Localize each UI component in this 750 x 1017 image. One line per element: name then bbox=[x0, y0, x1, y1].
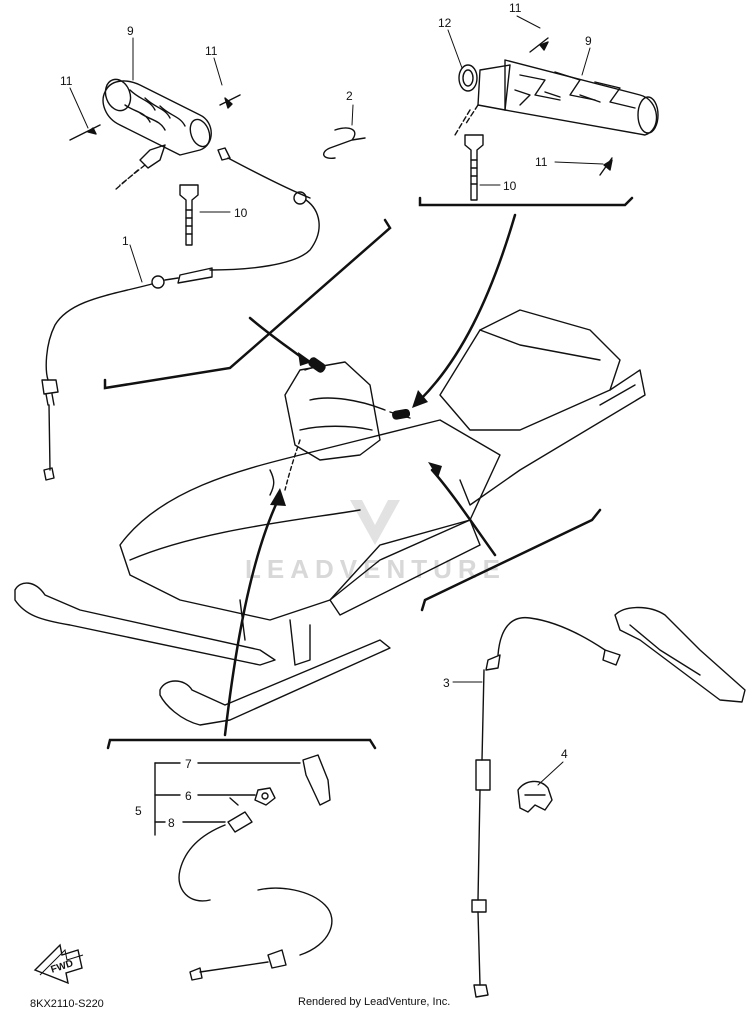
callout-10-right: 10 bbox=[503, 179, 517, 193]
fwd-arrow-icon: FWD bbox=[33, 943, 84, 985]
callout-5: 5 bbox=[135, 804, 142, 818]
callout-9-left: 9 bbox=[127, 24, 134, 38]
snowmobile-body bbox=[14, 309, 646, 726]
callout-12: 12 bbox=[438, 16, 452, 30]
callout-3: 3 bbox=[443, 676, 450, 690]
callout-9-right: 9 bbox=[585, 34, 592, 48]
part-code: 8KX2110-S220 bbox=[30, 998, 104, 1010]
bottom-left-arrow bbox=[223, 498, 280, 737]
callout-1: 1 bbox=[122, 234, 129, 248]
left-grip-bracket bbox=[103, 218, 392, 390]
callout-11-right-a: 11 bbox=[509, 1, 522, 15]
callout-4: 4 bbox=[561, 747, 568, 761]
left-grip-assembly bbox=[41, 78, 366, 481]
bottom-right-arrow bbox=[430, 468, 497, 557]
choke-cable-assembly bbox=[154, 754, 333, 981]
render-credit: Rendered by LeadVenture, Inc. bbox=[298, 996, 450, 1008]
handlebar-grips bbox=[308, 357, 411, 420]
callout-11-left-b: 11 bbox=[205, 44, 218, 58]
callout-6: 6 bbox=[185, 789, 192, 803]
bottom-left-bracket bbox=[106, 738, 377, 750]
callout-11-right-b: 11 bbox=[535, 155, 548, 169]
right-grip-bracket bbox=[418, 196, 634, 207]
callout-labels: 9 11 11 2 10 1 12 11 9 10 11 3 4 7 6 5 8 bbox=[60, 1, 592, 830]
brake-cable-assembly bbox=[471, 606, 746, 998]
watermark-text: LEADVENTURE bbox=[245, 554, 506, 584]
bottom-right-bracket bbox=[420, 508, 602, 612]
callout-10-left: 10 bbox=[234, 206, 248, 220]
callout-leaders bbox=[69, 15, 604, 786]
watermark: LEADVENTURE bbox=[245, 500, 506, 584]
callout-2: 2 bbox=[346, 89, 353, 103]
callout-7: 7 bbox=[185, 757, 192, 771]
right-grip-assembly bbox=[454, 37, 659, 201]
left-grip-arrow bbox=[248, 316, 307, 362]
right-grip-arrow bbox=[418, 213, 517, 402]
callout-11-left-a: 11 bbox=[60, 74, 73, 88]
callout-8: 8 bbox=[168, 816, 175, 830]
